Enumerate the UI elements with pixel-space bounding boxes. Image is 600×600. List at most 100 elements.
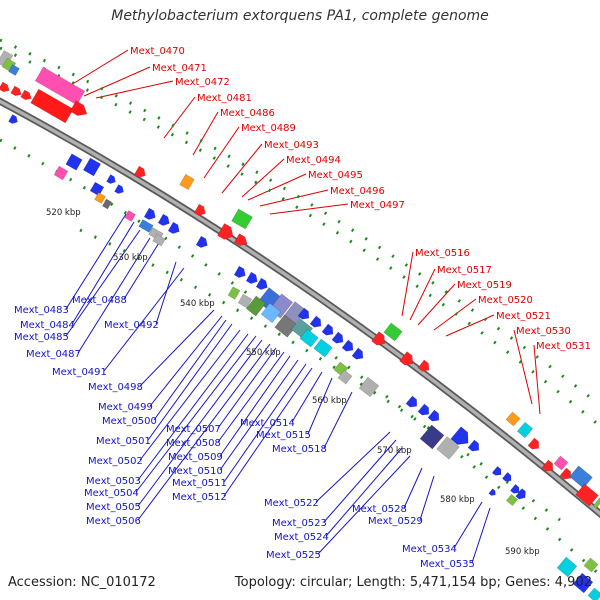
gene-arrow: [467, 439, 480, 452]
genome-summary-text: Topology: circular; Length: 5,471,154 bp…: [234, 575, 592, 590]
gene-arrow: [114, 184, 124, 194]
gene-block: [89, 181, 105, 197]
gene-arrow: [157, 213, 170, 226]
gene-arrow: [488, 488, 496, 496]
gene-feature: [237, 293, 253, 309]
reverse-callout-line: [323, 391, 353, 449]
gene-feature: [309, 315, 322, 328]
gene-block: [237, 293, 253, 309]
gene-arrow: [331, 331, 344, 344]
reverse-callout-line: [137, 339, 263, 507]
reverse-callout-line: [317, 455, 411, 555]
reverse-gene-label: Mext_0483: [14, 305, 69, 316]
forward-gene-label: Mext_0471: [152, 63, 207, 74]
forward-gene-label: Mext_0521: [496, 311, 551, 322]
gene-feature: [8, 114, 18, 124]
gene-feature: [587, 587, 600, 600]
reverse-gene-label: Mext_0507: [166, 424, 221, 435]
forward-gene-label: Mext_0530: [516, 326, 571, 337]
reverse-callout-line: [147, 323, 233, 441]
reverse-gene-label: Mext_0510: [168, 466, 223, 477]
reverse-gene-label: Mext_0503: [86, 476, 141, 487]
gene-feature: [245, 271, 258, 284]
gene-arrow: [427, 409, 440, 422]
forward-gene-label: Mext_0494: [286, 155, 341, 166]
gene-block: [358, 376, 380, 398]
reverse-gene-label: Mext_0512: [172, 492, 227, 503]
gene-block: [299, 328, 319, 348]
gene-feature: [231, 208, 253, 230]
forward-callout-line: [417, 283, 456, 326]
gene-feature: [260, 302, 282, 324]
kbp-label: 540 kbp: [180, 299, 215, 309]
gene-block: [231, 208, 253, 230]
reverse-gene-label: Mext_0529: [368, 516, 423, 527]
reverse-callout-line: [291, 371, 323, 423]
gene-feature: [583, 557, 599, 573]
gene-feature: [124, 210, 136, 222]
gene-block: [179, 173, 195, 191]
forward-gene-label: Mext_0486: [220, 108, 275, 119]
gene-feature: [106, 174, 116, 184]
gene-feature: [53, 165, 69, 181]
reverse-callout-line: [149, 315, 223, 407]
gene-block: [569, 465, 593, 489]
gene-feature: [516, 421, 534, 439]
gene-feature: [436, 436, 460, 460]
gene-arrow: [321, 323, 334, 336]
gene-arrow: [133, 165, 146, 178]
gene-feature: [195, 235, 208, 248]
reverse-gene-label: Mext_0535: [420, 559, 475, 570]
gene-feature: [559, 467, 572, 480]
reverse-gene-label: Mext_0509: [168, 452, 223, 463]
gene-feature: [510, 484, 520, 494]
reverse-callout-line: [325, 447, 403, 537]
reverse-gene-label: Mext_0491: [52, 367, 107, 378]
reverse-callout-line: [155, 261, 177, 325]
reverse-callout-line: [453, 501, 483, 549]
gene-feature: [527, 437, 540, 450]
gene-arrow: [527, 437, 540, 450]
gene-arrow: [417, 359, 430, 372]
forward-gene-label: Mext_0493: [264, 140, 319, 151]
gene-feature: [233, 265, 246, 278]
gene-feature: [30, 88, 74, 124]
gene-feature: [492, 466, 502, 476]
gene-block: [30, 88, 74, 124]
gene-block: [419, 424, 445, 450]
reverse-callout-line: [219, 359, 299, 471]
gene-block: [53, 165, 69, 181]
reverse-callout-line: [223, 367, 313, 497]
reverse-gene-label: Mext_0528: [352, 504, 407, 515]
gene-block: [505, 411, 521, 427]
gene-block: [583, 557, 599, 573]
reverse-gene-label: Mext_0522: [264, 498, 319, 509]
gene-feature: [505, 411, 521, 427]
gene-feature: [575, 483, 599, 507]
gene-block: [34, 66, 86, 106]
gene-feature: [337, 369, 353, 385]
forward-gene-label: Mext_0481: [197, 93, 252, 104]
gene-feature: [321, 323, 334, 336]
gene-feature: [217, 223, 234, 240]
reverse-gene-label: Mext_0500: [102, 416, 157, 427]
gene-block: [575, 483, 599, 507]
gene-feature: [341, 339, 354, 352]
forward-callout-line: [259, 189, 329, 207]
reverse-gene-label: Mext_0492: [104, 320, 159, 331]
gene-block: [102, 198, 112, 210]
gene-feature: [556, 556, 578, 578]
reverse-callout-line: [135, 335, 257, 493]
gene-block: [572, 572, 594, 594]
forward-callout-line: [65, 49, 129, 89]
forward-callout-line: [221, 143, 263, 194]
gene-feature: [515, 488, 526, 500]
gene-feature: [450, 426, 469, 445]
gene-feature: [82, 157, 102, 177]
gene-feature: [297, 307, 310, 320]
reverse-gene-label: Mext_0499: [98, 402, 153, 413]
gene-feature: [0, 81, 10, 92]
reverse-gene-label: Mext_0514: [240, 418, 295, 429]
gene-feature: [405, 395, 418, 408]
reverse-callout-line: [139, 309, 215, 387]
